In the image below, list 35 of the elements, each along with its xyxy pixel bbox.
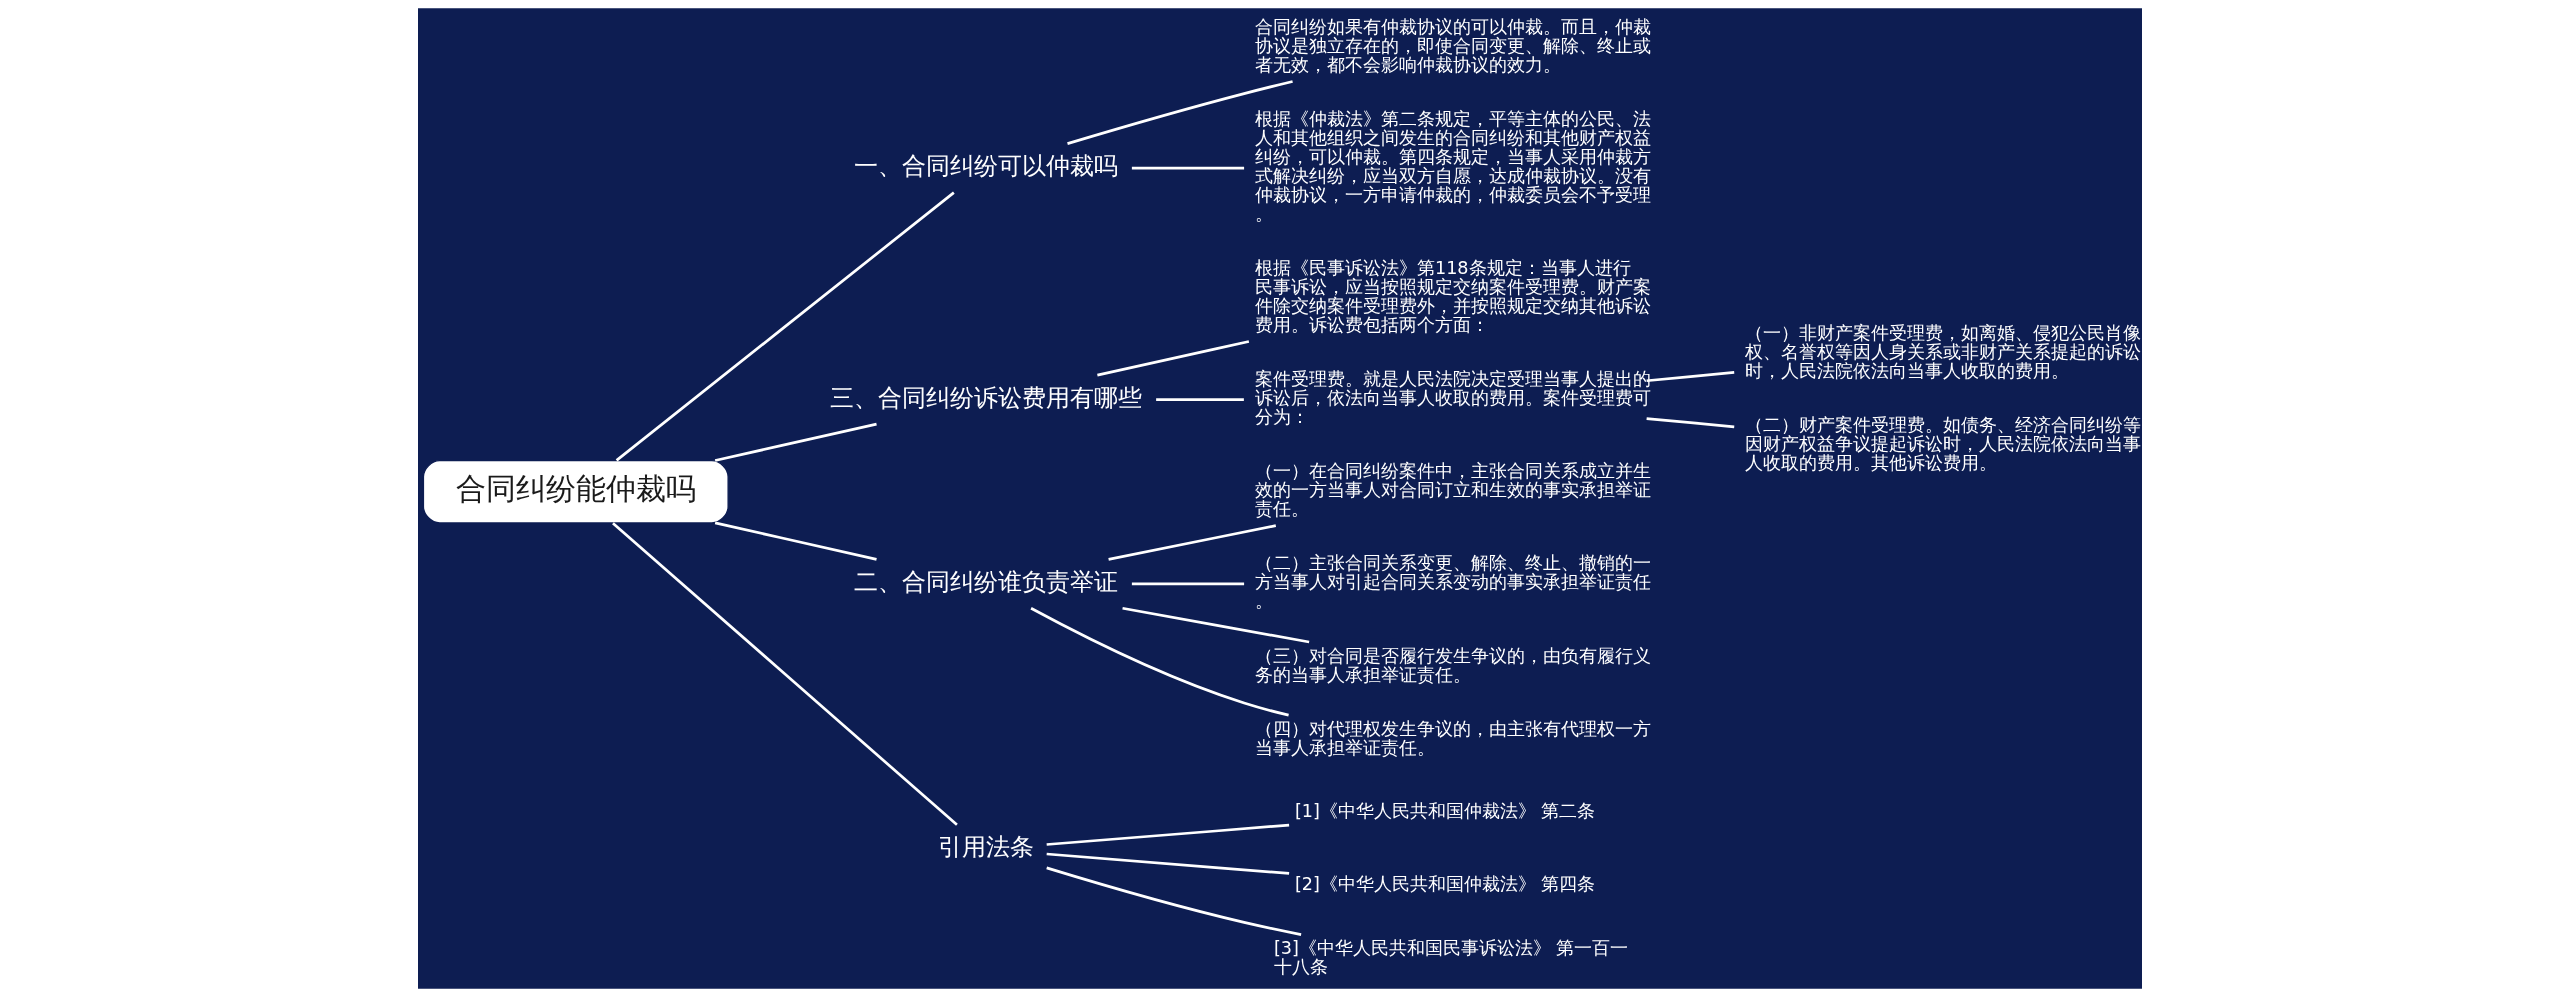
node-text: 三、合同纠纷诉讼费用有哪些 (830, 382, 1143, 412)
connector (1131, 166, 1245, 170)
connector (1030, 607, 1289, 717)
connector (1646, 417, 1735, 429)
node-text: （二）主张合同关系变更、解除、终止、撤销的一方当事人对引起合同关系变动的事实承担举证责任。 (1254, 553, 1651, 612)
node-text: 引用法条 (938, 832, 1035, 862)
node-text: 根据《民事诉讼法》第118条规定：当事人进行民事诉讼，应当按照规定交纳案件受理费。财产案件除交纳案件受理费外，并按照规定交纳其他诉讼费用。诉讼费包括两个方面： (1254, 258, 1651, 336)
connector (1122, 606, 1310, 644)
node-box: 合同纠纷能仲裁吗 (422, 459, 729, 524)
connector (714, 521, 877, 561)
node-text: （二）财产案件受理费。如债务、经济合同纠纷等因财产权益争议提起诉讼时，人民法院依法向当事人收取的费用。其他诉讼费用。 (1745, 415, 2142, 474)
connector (1646, 371, 1735, 383)
node-text: （四）对代理权发生争议的，由主张有代理权一方当事人承担举证责任。 (1254, 718, 1651, 758)
node-text: （一）在合同纠纷案件中，主张合同关系成立并生效的一方当事人对合同订立和生效的事实承担举证责任。 (1254, 461, 1651, 520)
connector (1067, 80, 1293, 145)
connector (615, 191, 955, 462)
node-text: 合同纠纷如果有仲裁协议的可以仲裁。而且，仲裁协议是独立存在的，即使合同变更、解除、终止或者无效，都不会影响仲裁协议的效力。 (1254, 17, 1651, 76)
node-text: （一）非财产案件受理费，如离婚、侵犯公民肖像权、名誉权等因人身关系或非财产关系提起的诉讼时，人民法院依法向当事人收取的费用。 (1745, 323, 2142, 382)
node-text: 一、合同纠纷可以仲裁吗 (854, 151, 1119, 181)
node-text: [3]《中华人民共和国民事诉讼法》 第一百一十八条 (1273, 938, 1629, 978)
connector (1046, 866, 1302, 936)
node-text: （三）对合同是否履行发生争议的，由负有履行义务的当事人承担举证责任。 (1254, 645, 1651, 685)
node-text: [1]《中华人民共和国仲裁法》 第二条 (1294, 801, 1596, 822)
node-text: 案件受理费。就是人民法院决定受理当事人提出的诉讼后，依法向当事人收取的费用。案件受理费可分为： (1254, 369, 1651, 428)
connector (1156, 398, 1244, 401)
node-text: [2]《中华人民共和国仲裁法》 第四条 (1294, 874, 1596, 895)
node-text: 二、合同纠纷谁负责举证 (854, 566, 1119, 596)
connector (1046, 852, 1290, 875)
connector (1108, 524, 1277, 561)
connector (1131, 582, 1245, 586)
node-text: 根据《仲裁法》第二条规定，平等主体的公民、法人和其他组织之间发生的合同纠纷和其他财产权益纠纷，可以仲裁。第四条规定，当事人采用仲裁方式解决纠纷，应当双方自愿，达成仲裁协议。没有仲裁协议，一方申请仲裁的，仲裁委员会不予受理。 (1254, 109, 1651, 225)
connector (612, 522, 958, 826)
connector (714, 422, 877, 462)
connector (1097, 340, 1250, 377)
connector (1046, 823, 1290, 846)
